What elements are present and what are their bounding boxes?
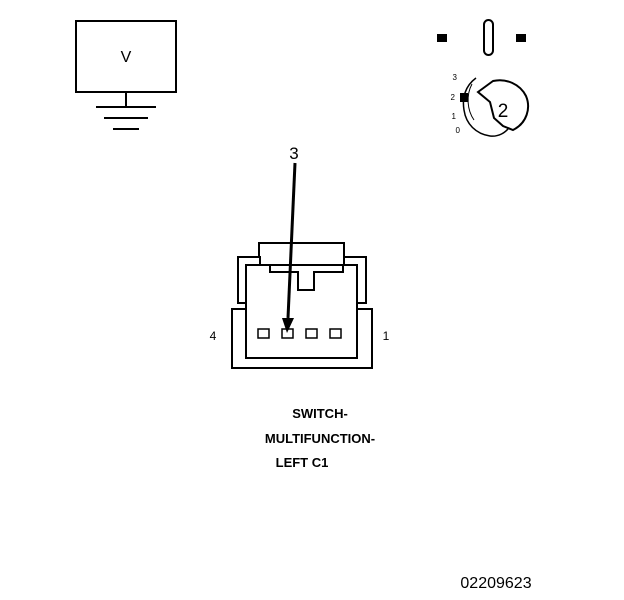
pin-callout-label: 3	[289, 144, 298, 163]
caption-line: MULTIFUNCTION-	[265, 431, 375, 446]
connector-c1	[231, 242, 373, 369]
selector-position-label: 1	[452, 112, 457, 121]
caption-line: SWITCH-	[292, 406, 348, 421]
connector-key	[269, 265, 344, 291]
indicator-slot	[483, 19, 494, 56]
connector-pin-cavity	[329, 328, 342, 339]
connector-body	[245, 264, 358, 359]
pin-number-left: 4	[210, 329, 217, 343]
selector-position-label: 3	[453, 73, 458, 82]
selector-pointer	[460, 93, 468, 102]
voltmeter-symbol: V	[75, 20, 177, 130]
connector-pin-cavity	[257, 328, 270, 339]
figure-id: 02209623	[460, 575, 531, 592]
indicator-dot-right	[516, 34, 526, 42]
connector-pin-cavity	[305, 328, 318, 339]
caption-line: LEFT C1	[276, 455, 329, 470]
selector-selected-label: 2	[498, 101, 509, 122]
voltmeter-label: V	[121, 49, 132, 66]
voltmeter-box	[75, 20, 177, 93]
connector-caption: SWITCH- MULTIFUNCTION- LEFT C1	[265, 406, 375, 470]
pin-callout-arrow-icon	[282, 162, 297, 333]
selector-position-label: 2	[451, 93, 456, 102]
selector-knob-icon: 3 2 1 0 2	[437, 19, 530, 137]
pin-number-right: 1	[383, 329, 390, 343]
selector-position-label: 0	[456, 126, 461, 135]
connector-latch	[258, 242, 345, 266]
indicator-dot-left	[437, 34, 447, 42]
ground-icon	[96, 92, 156, 130]
